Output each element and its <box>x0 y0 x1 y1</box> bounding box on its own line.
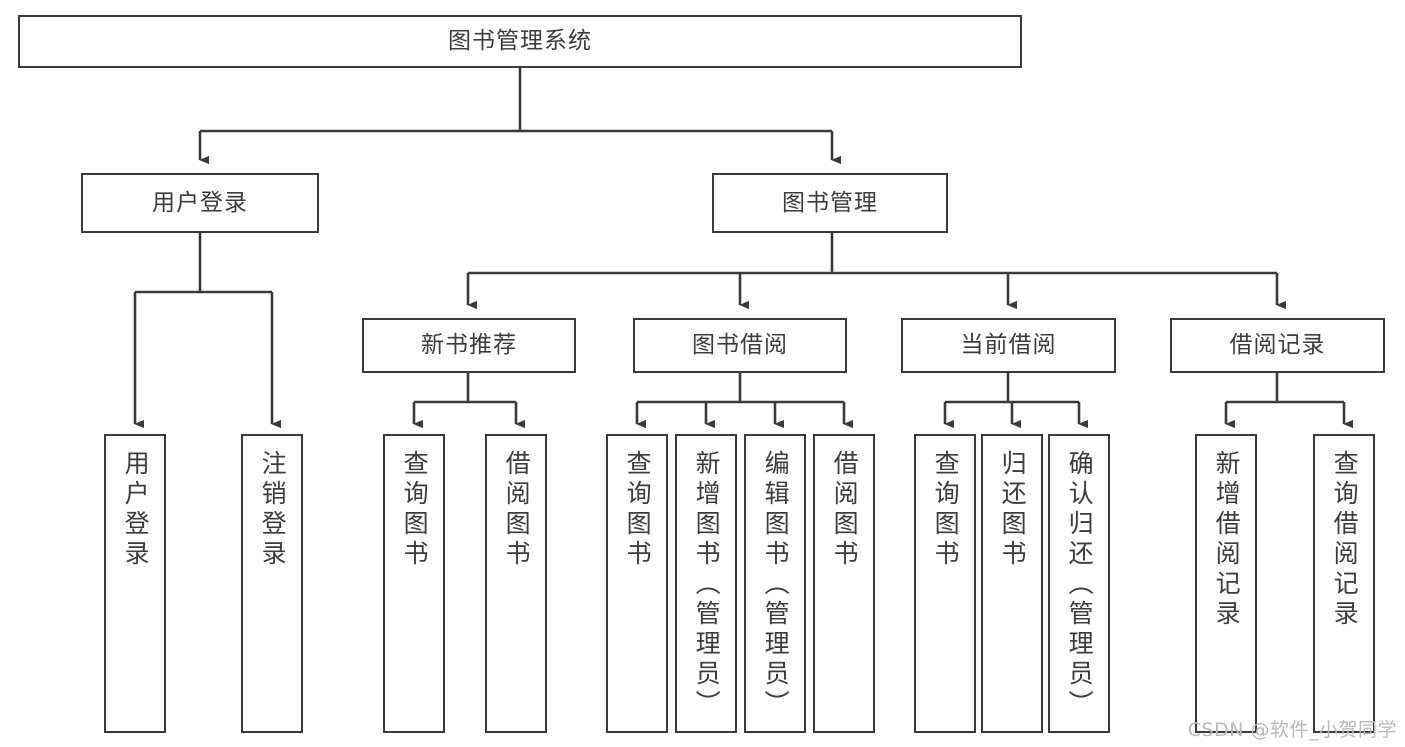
leaf-book-borrow-edit-book-admin[interactable]: 编辑图书（管理员） <box>744 434 806 733</box>
node-label: 借阅图书 <box>830 450 860 570</box>
leaf-user-login-logout[interactable]: 注销登录 <box>241 434 303 733</box>
node-label: 图书借阅 <box>692 332 788 359</box>
leaf-borrow-record-query-record[interactable]: 查询借阅记录 <box>1313 434 1375 733</box>
node-label: 借阅记录 <box>1229 332 1326 359</box>
csdn-watermark: CSDN @软件_小贺同学 <box>1187 719 1397 741</box>
node-label: 新书推荐 <box>421 332 517 359</box>
node-label: 用户登录 <box>152 189 248 216</box>
node-new-book-recommend[interactable]: 新书推荐 <box>362 318 576 373</box>
leaf-book-borrow-query-book[interactable]: 查询图书 <box>606 434 668 733</box>
leaf-new-book-query-book[interactable]: 查询图书 <box>383 434 445 733</box>
node-label: 注销登录 <box>258 450 288 570</box>
leaf-current-borrow-confirm-return-admin[interactable]: 确认归还（管理员） <box>1048 434 1110 733</box>
node-current-borrow[interactable]: 当前借阅 <box>901 318 1116 373</box>
node-label: 借阅图书 <box>502 450 532 570</box>
node-label: 当前借阅 <box>960 332 1057 359</box>
node-label: 归还图书 <box>998 450 1028 570</box>
node-label: 用户登录 <box>121 450 151 570</box>
node-label: 查询借阅记录 <box>1330 450 1360 630</box>
node-user-login[interactable]: 用户登录 <box>81 173 319 233</box>
node-book-management[interactable]: 图书管理 <box>712 173 948 233</box>
node-label: 图书管理 <box>782 189 878 216</box>
node-label: 图书管理系统 <box>448 28 592 55</box>
node-book-borrow[interactable]: 图书借阅 <box>633 318 847 373</box>
leaf-book-borrow-borrow-book[interactable]: 借阅图书 <box>813 434 875 733</box>
node-root-book-management-system[interactable]: 图书管理系统 <box>18 15 1022 68</box>
node-label: 查询图书 <box>400 450 430 570</box>
leaf-new-book-borrow-book[interactable]: 借阅图书 <box>485 434 547 733</box>
leaf-book-borrow-add-book-admin[interactable]: 新增图书（管理员） <box>675 434 737 733</box>
node-borrow-record[interactable]: 借阅记录 <box>1170 318 1385 373</box>
node-label: 新增借阅记录 <box>1212 450 1242 630</box>
node-label: 编辑图书（管理员） <box>761 450 791 720</box>
leaf-current-borrow-query-book[interactable]: 查询图书 <box>914 434 976 733</box>
node-label: 新增图书（管理员） <box>692 450 722 720</box>
node-label: 查询图书 <box>623 450 653 570</box>
node-label: 查询图书 <box>931 450 961 570</box>
leaf-borrow-record-add-record[interactable]: 新增借阅记录 <box>1195 434 1257 733</box>
node-label: 确认归还（管理员） <box>1065 450 1095 720</box>
leaf-current-borrow-return-book[interactable]: 归还图书 <box>981 434 1043 733</box>
leaf-user-login-login[interactable]: 用户登录 <box>104 434 166 733</box>
